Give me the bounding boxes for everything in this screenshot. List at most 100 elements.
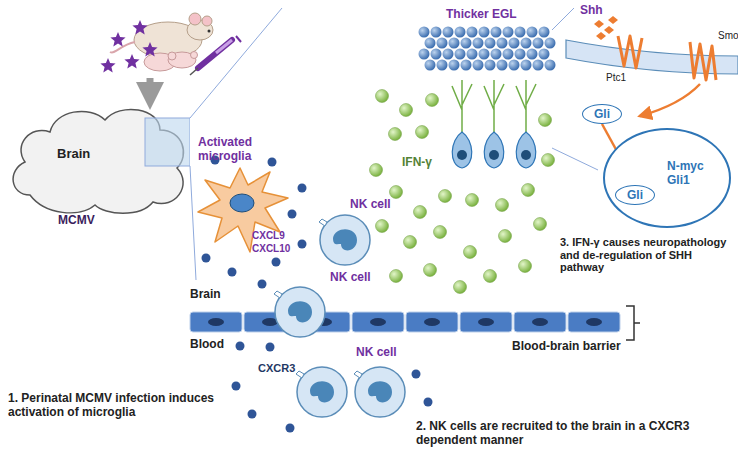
ifn-gamma-molecules bbox=[370, 90, 555, 294]
cell-nucleus bbox=[424, 318, 440, 326]
ifn-dot bbox=[424, 264, 437, 277]
chemokine-dot bbox=[298, 184, 307, 193]
egl-cell bbox=[479, 49, 490, 60]
chemokine-dot bbox=[258, 280, 267, 289]
egl-cell bbox=[503, 49, 514, 60]
egl-cell bbox=[539, 27, 550, 38]
smo-receptor bbox=[690, 42, 716, 80]
ptc1-receptor bbox=[618, 36, 642, 68]
nucleus: N-myc Gli1Gli bbox=[603, 128, 731, 228]
egl-cell bbox=[449, 38, 460, 49]
egl-cell bbox=[515, 49, 526, 60]
ifn-dot bbox=[389, 128, 402, 141]
mice bbox=[110, 13, 213, 71]
ifn-dot bbox=[390, 270, 403, 283]
egl-cell bbox=[497, 60, 508, 71]
chemokine-dot bbox=[298, 240, 307, 249]
nk-cells bbox=[274, 215, 405, 417]
egl-cell bbox=[491, 49, 502, 60]
egl-cell bbox=[491, 27, 502, 38]
node-label: Gli bbox=[594, 107, 610, 121]
endothelial-cell bbox=[406, 312, 458, 332]
text-label: Blood bbox=[190, 338, 224, 352]
egl-cell bbox=[545, 60, 556, 71]
nk-cell bbox=[274, 287, 325, 337]
ifn-dot bbox=[376, 90, 389, 103]
chemokine-dot bbox=[268, 158, 277, 167]
ifn-dot bbox=[499, 230, 512, 243]
egl-cell bbox=[503, 27, 514, 38]
endothelial-cell bbox=[352, 312, 404, 332]
text-label: Thicker EGL bbox=[446, 8, 517, 22]
ifn-dot bbox=[464, 246, 477, 259]
cloud-outline bbox=[5, 100, 190, 215]
egl-cell bbox=[455, 49, 466, 60]
egl-cell bbox=[449, 60, 460, 71]
node-label: Brain bbox=[57, 146, 90, 161]
chemokines bbox=[202, 156, 433, 433]
ifn-dot bbox=[400, 104, 413, 117]
egl-cell bbox=[455, 27, 466, 38]
text-label: 1. Perinatal MCMV infection induces acti… bbox=[8, 392, 240, 420]
gene-label: N-myc Gli1 bbox=[667, 160, 711, 188]
egl-cell bbox=[539, 49, 550, 60]
cell-nucleus bbox=[586, 318, 602, 326]
ifn-dot bbox=[484, 270, 497, 283]
egl-cell bbox=[527, 49, 538, 60]
ifn-dot bbox=[370, 164, 383, 177]
ifn-dot bbox=[534, 218, 547, 231]
text-label: 3. IFN-γ causes neuropathology and de-re… bbox=[560, 236, 736, 274]
ifn-dot bbox=[542, 154, 555, 167]
egl-cell bbox=[473, 60, 484, 71]
virus-star bbox=[100, 58, 115, 73]
egl-cell bbox=[521, 60, 532, 71]
blood-brain-barrier bbox=[190, 312, 620, 332]
egl-cell bbox=[467, 49, 478, 60]
egl-cell bbox=[497, 38, 508, 49]
ifn-dot bbox=[416, 126, 429, 139]
text-label: CXCL9 bbox=[252, 230, 285, 242]
egl-cell bbox=[431, 27, 442, 38]
ifn-dot bbox=[434, 226, 447, 239]
ifn-dot bbox=[522, 184, 535, 197]
virus-star bbox=[110, 32, 125, 47]
egl-cell bbox=[479, 27, 490, 38]
cell-nucleus bbox=[478, 318, 494, 326]
text-label: CXCL10 bbox=[252, 243, 290, 255]
egl-cell bbox=[437, 38, 448, 49]
virus-particles bbox=[100, 20, 157, 73]
chemokine-dot bbox=[228, 268, 237, 277]
chemokine-dot bbox=[286, 424, 295, 433]
nk-cell bbox=[296, 367, 347, 417]
chemokine-dot bbox=[248, 410, 257, 419]
egl-cell bbox=[521, 38, 532, 49]
text-label: MCMV bbox=[58, 214, 95, 228]
egl-cell bbox=[419, 27, 430, 38]
egl-cell bbox=[509, 38, 520, 49]
egl-cell bbox=[467, 27, 478, 38]
text-label: Shh bbox=[580, 4, 603, 18]
ifn-dot bbox=[404, 236, 417, 249]
brain-cloud: Brain bbox=[5, 100, 190, 215]
text-label: IFN-γ bbox=[402, 156, 432, 170]
gli-protein: Gli bbox=[582, 104, 622, 124]
egl-cell bbox=[545, 38, 556, 49]
ifn-dot bbox=[414, 206, 427, 219]
nk-cell bbox=[354, 367, 405, 417]
egl-cell bbox=[509, 60, 520, 71]
endothelial-cell bbox=[568, 312, 620, 332]
chemokine-dot bbox=[266, 343, 275, 352]
neurons bbox=[452, 80, 536, 168]
ifn-dot bbox=[539, 114, 552, 127]
endothelial-cell bbox=[460, 312, 512, 332]
ifn-dot bbox=[390, 186, 403, 199]
egl-cell bbox=[473, 38, 484, 49]
zoom-line bbox=[190, 8, 282, 118]
text-label: Smo bbox=[718, 30, 738, 42]
egl-cell bbox=[533, 38, 544, 49]
text-label: Brain bbox=[190, 288, 221, 302]
chemokine-dot bbox=[272, 258, 281, 267]
down-arrow bbox=[147, 78, 154, 96]
zoom-line bbox=[190, 166, 196, 280]
chemokine-dot bbox=[232, 382, 241, 391]
